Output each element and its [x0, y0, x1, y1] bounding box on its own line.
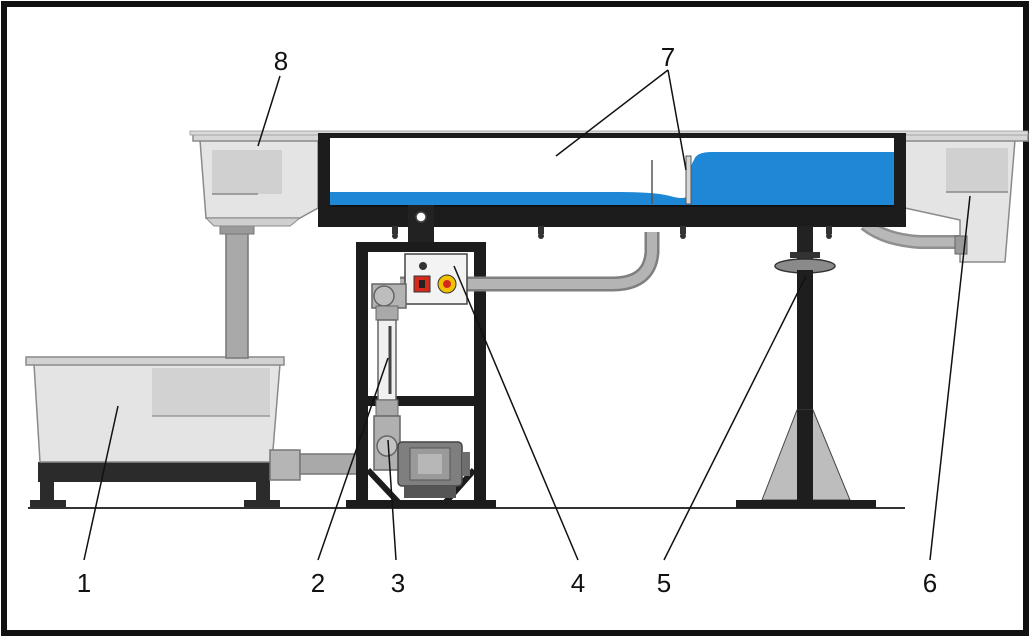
control-box	[404, 253, 468, 305]
inlet-tank	[192, 133, 322, 227]
outlet-drain-pipe-inner	[862, 220, 960, 247]
delivery-pipe-inner	[400, 232, 657, 289]
label-4: 4	[571, 568, 585, 598]
label-7: 7	[661, 42, 675, 72]
pivot-support	[408, 205, 434, 245]
tilting-stand	[736, 226, 876, 508]
label-2: 2	[311, 568, 325, 598]
pump	[373, 415, 470, 498]
label-8: 8	[274, 46, 288, 76]
pump-stand	[346, 242, 496, 508]
water-downstream	[684, 152, 894, 206]
label-1: 1	[77, 568, 91, 598]
label-5: 5	[657, 568, 671, 598]
water-upstream	[330, 192, 688, 206]
label-3: 3	[391, 568, 405, 598]
label-6: 6	[923, 568, 937, 598]
outlet-tank	[899, 133, 1029, 263]
leader-lines	[83, 69, 971, 561]
weir-gate	[685, 155, 692, 205]
return-pipe	[219, 223, 255, 359]
supply-tank	[25, 356, 285, 507]
